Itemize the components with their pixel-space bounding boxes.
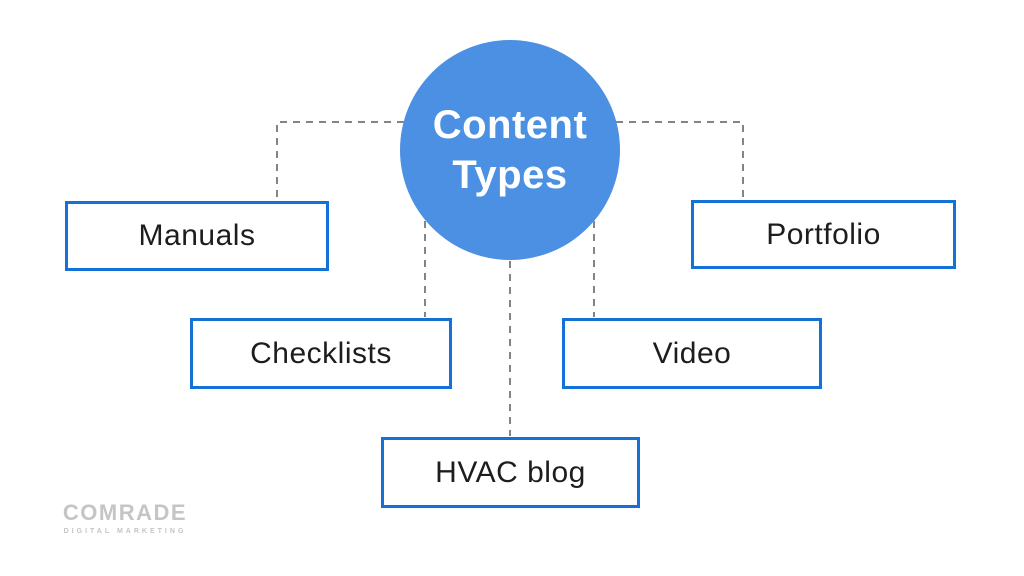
node-manuals-label: Manuals [138, 219, 256, 252]
connector-portfolio [616, 121, 744, 199]
node-manuals: Manuals [65, 201, 329, 271]
content-types-label: Content Types [432, 103, 588, 197]
node-hvac-blog-label: HVAC blog [435, 455, 586, 489]
node-hvac-blog: HVAC blog [381, 437, 640, 508]
node-checklists-label: Checklists [250, 336, 392, 370]
node-video-label: Video [652, 336, 732, 370]
connector-manuals [276, 121, 404, 200]
comrade-logo: COMRADE DIGITAL MARKETING [55, 500, 195, 536]
content-types-node: Content Types [400, 40, 620, 260]
node-portfolio-label: Portfolio [766, 217, 881, 251]
node-portfolio: Portfolio [691, 200, 956, 269]
comrade-logo-text: COMRADE [62, 500, 188, 525]
node-checklists: Checklists [190, 318, 452, 389]
node-video: Video [562, 318, 822, 389]
comrade-logo-subtext: DIGITAL MARKETING [63, 528, 187, 535]
